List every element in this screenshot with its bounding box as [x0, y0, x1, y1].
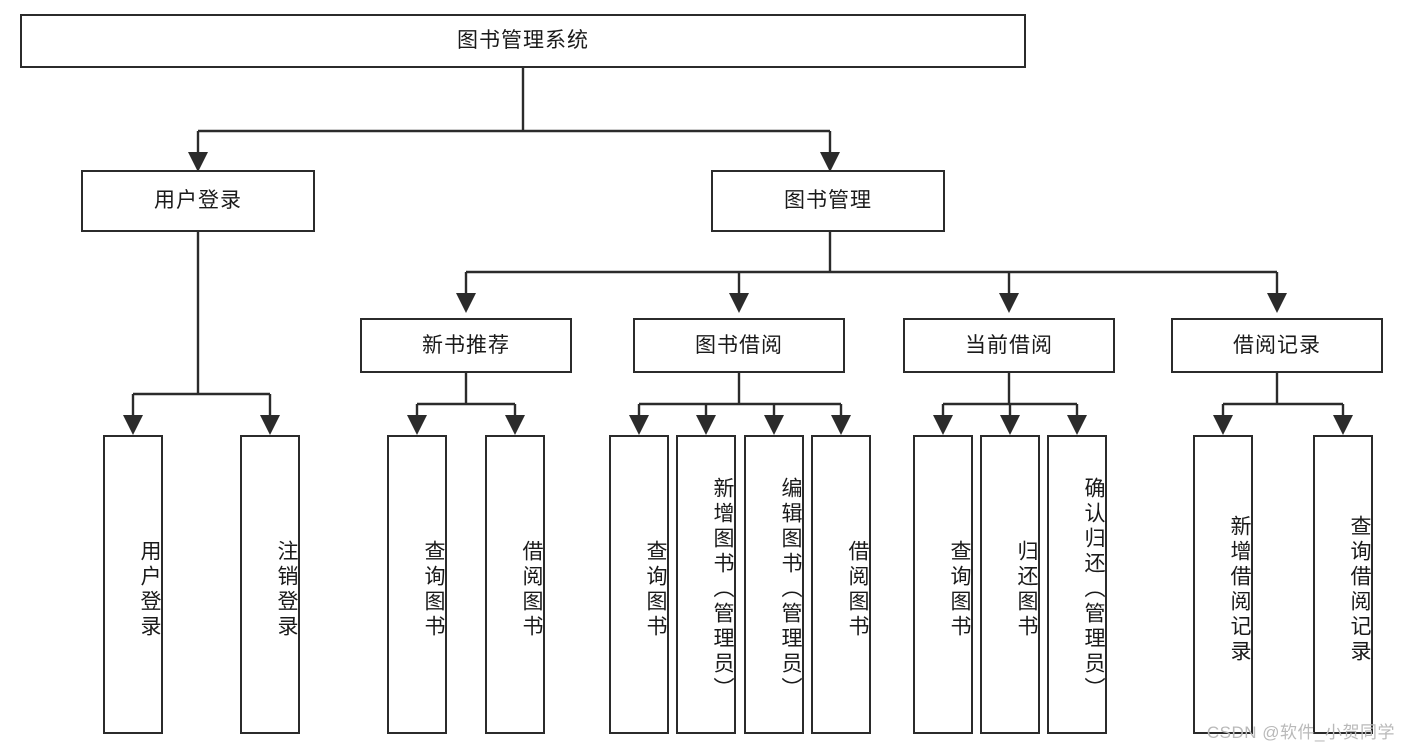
- node-root[interactable]: 图书管理系统: [20, 14, 1026, 68]
- leaf-add-book[interactable]: 新增图书（管理员）: [676, 435, 736, 734]
- node-borrow-record[interactable]: 借阅记录: [1171, 318, 1383, 373]
- leaf-query-book-3-label: 查询图书: [948, 539, 971, 640]
- node-new-book-rec[interactable]: 新书推荐: [360, 318, 572, 373]
- node-book-borrow[interactable]: 图书借阅: [633, 318, 845, 373]
- csdn-watermark: CSDN @软件_小贺同学: [1206, 723, 1395, 742]
- node-borrow-record-label: 借阅记录: [1233, 333, 1321, 357]
- node-book-manage-label: 图书管理: [784, 189, 872, 213]
- leaf-confirm-return-label: 确认归还（管理员）: [1082, 477, 1105, 702]
- leaf-return-book-label: 归还图书: [1015, 539, 1038, 640]
- leaf-add-record-label: 新增借阅记录: [1228, 514, 1251, 665]
- leaf-borrow-book-1-label: 借阅图书: [520, 539, 543, 640]
- node-current-borrow-label: 当前借阅: [965, 333, 1053, 357]
- leaf-user-login[interactable]: 用户登录: [103, 435, 163, 734]
- node-user-login[interactable]: 用户登录: [81, 170, 315, 232]
- leaf-user-logout[interactable]: 注销登录: [240, 435, 300, 734]
- leaf-borrow-book-2[interactable]: 借阅图书: [811, 435, 871, 734]
- leaf-query-book-2-label: 查询图书: [644, 539, 667, 640]
- leaf-return-book[interactable]: 归还图书: [980, 435, 1040, 734]
- leaf-confirm-return[interactable]: 确认归还（管理员）: [1047, 435, 1107, 734]
- node-book-borrow-label: 图书借阅: [695, 333, 783, 357]
- leaf-query-book-2[interactable]: 查询图书: [609, 435, 669, 734]
- leaf-query-record-label: 查询借阅记录: [1348, 514, 1371, 665]
- node-root-label: 图书管理系统: [457, 29, 589, 53]
- leaf-borrow-book-1[interactable]: 借阅图书: [485, 435, 545, 734]
- leaf-edit-book-label: 编辑图书（管理员）: [779, 477, 802, 702]
- leaf-user-logout-label: 注销登录: [275, 539, 298, 640]
- leaf-borrow-book-2-label: 借阅图书: [846, 539, 869, 640]
- leaf-query-record[interactable]: 查询借阅记录: [1313, 435, 1373, 734]
- leaf-query-book-1-label: 查询图书: [422, 539, 445, 640]
- node-user-login-label: 用户登录: [154, 189, 242, 213]
- leaf-add-book-label: 新增图书（管理员）: [711, 477, 734, 702]
- node-book-manage[interactable]: 图书管理: [711, 170, 945, 232]
- leaf-edit-book[interactable]: 编辑图书（管理员）: [744, 435, 804, 734]
- node-new-book-rec-label: 新书推荐: [422, 333, 510, 357]
- leaf-user-login-label: 用户登录: [138, 539, 161, 640]
- leaf-add-record[interactable]: 新增借阅记录: [1193, 435, 1253, 734]
- leaf-query-book-1[interactable]: 查询图书: [387, 435, 447, 734]
- leaf-query-book-3[interactable]: 查询图书: [913, 435, 973, 734]
- node-current-borrow[interactable]: 当前借阅: [903, 318, 1115, 373]
